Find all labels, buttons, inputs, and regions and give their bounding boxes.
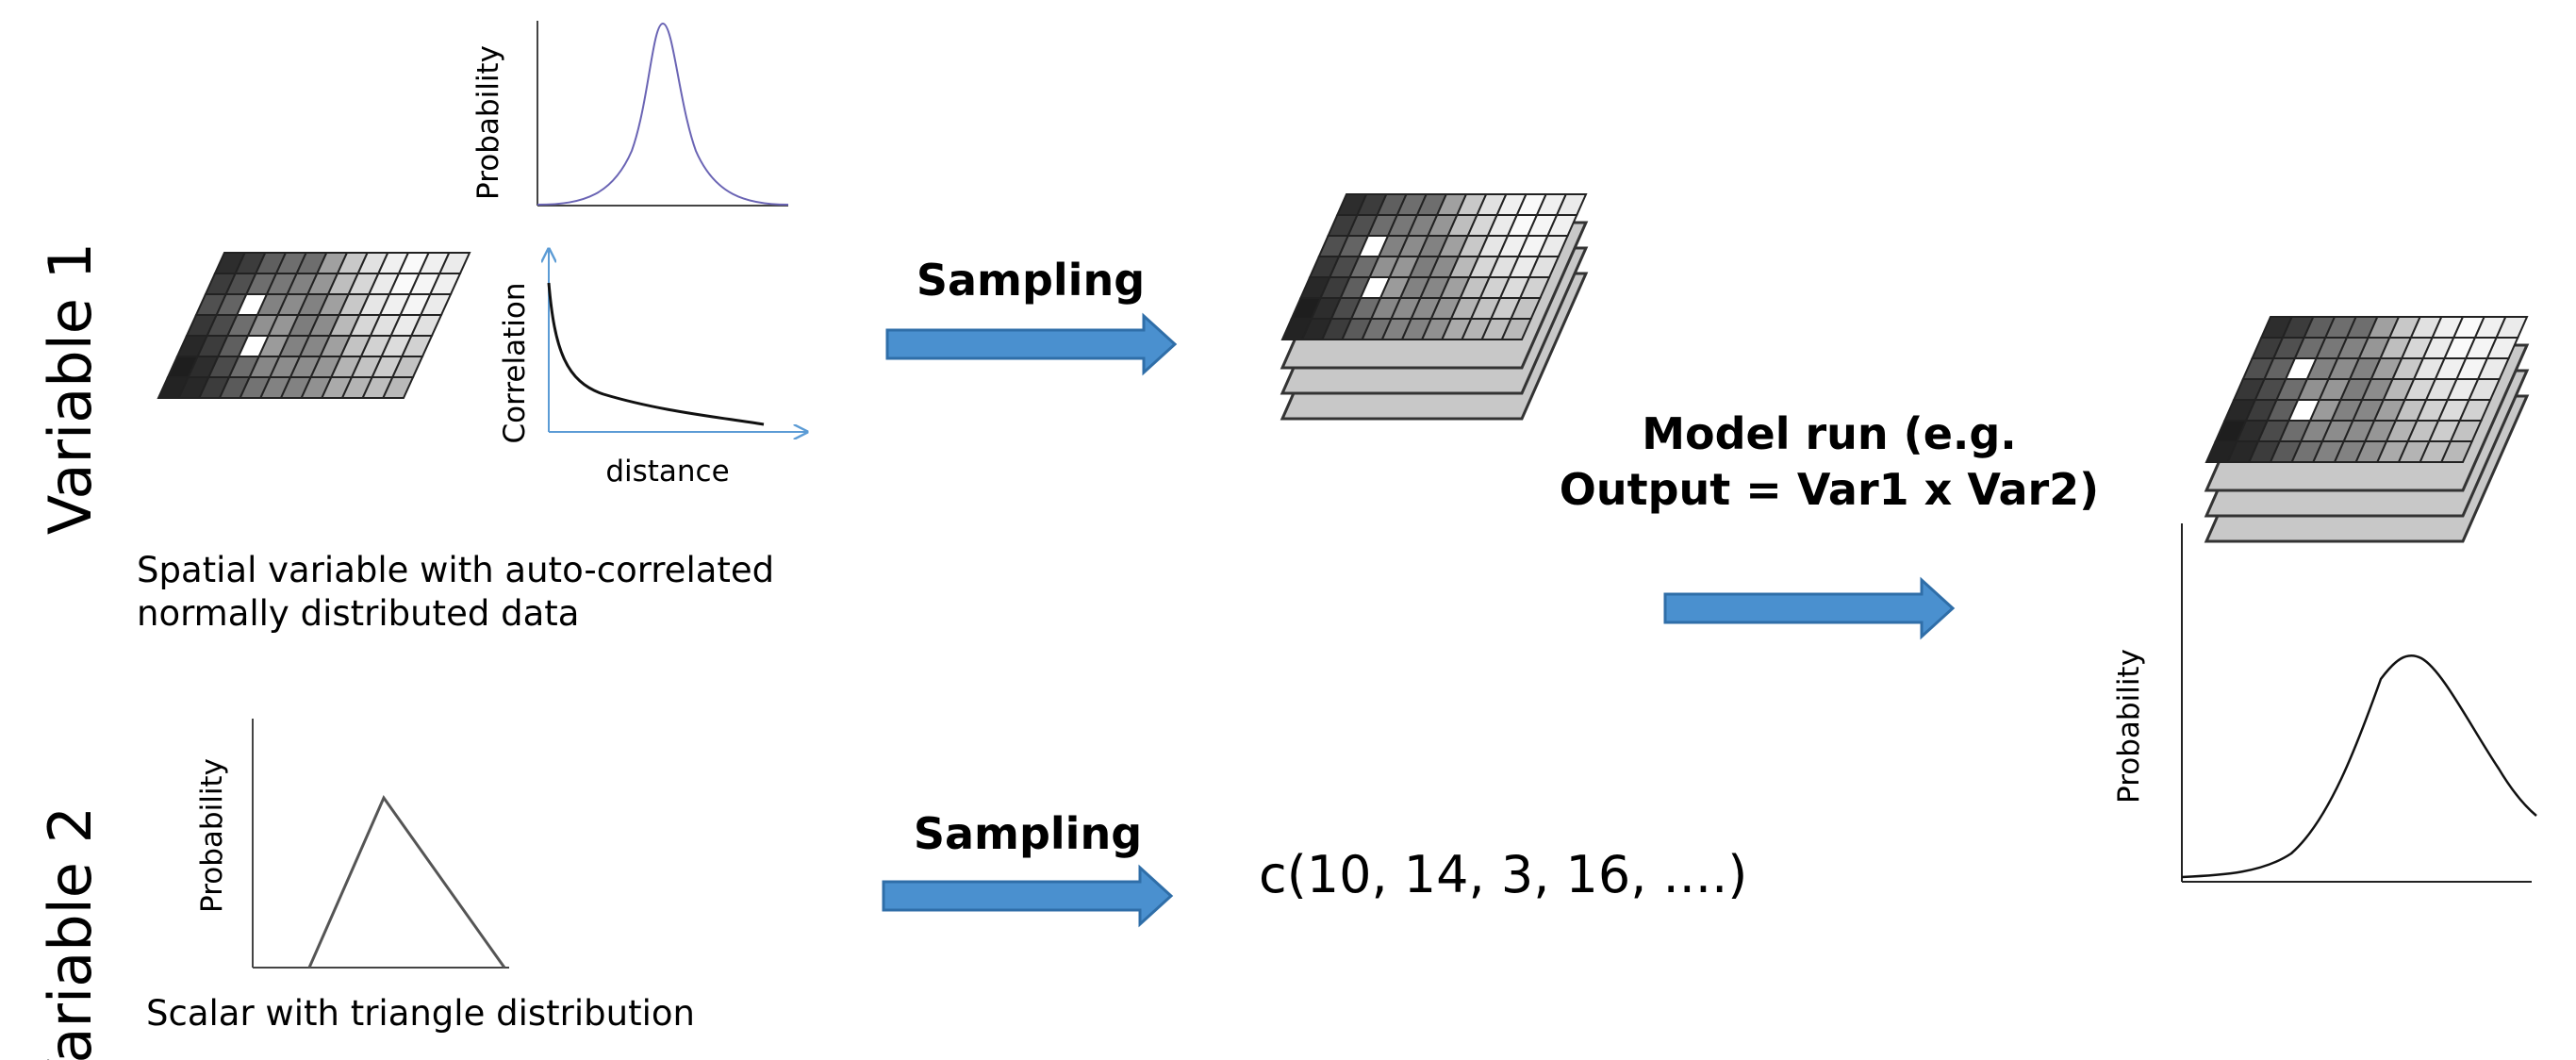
- output-grid-cells: [2204, 316, 2529, 463]
- variable2-caption: Scalar with triangle distribution: [146, 993, 695, 1034]
- model-run-line1: Model run (e.g.: [1642, 408, 2017, 459]
- sampling-top-label: Sampling: [916, 255, 1145, 306]
- correlogram-y-label: Correlation: [498, 283, 532, 444]
- input-grid-cells: [157, 252, 471, 399]
- grid-cell: [1500, 318, 1533, 340]
- triangle-distribution: [307, 794, 506, 969]
- sampled-values: c(10, 14, 3, 16, ....): [1259, 845, 1747, 904]
- sampled-grid-stack: [1280, 193, 1589, 421]
- model-run-arrow: [1663, 576, 1956, 640]
- variable1-caption-line1: Spatial variable with auto-correlated: [137, 550, 774, 590]
- variable1-caption-line2: normally distributed data: [137, 593, 579, 634]
- sampling-top-arrow: [885, 312, 1178, 376]
- output-grid-stack: [2204, 316, 2530, 543]
- gaussian-curve: [537, 22, 789, 206]
- variable1-input-grid: [157, 252, 471, 399]
- sampled-grid-cells: [1280, 193, 1588, 340]
- output-distribution-curve: [2181, 654, 2537, 879]
- variable2-probability-plot: Probability: [195, 719, 509, 969]
- correlation-decay-curve: [547, 282, 765, 426]
- variable1-label: Variable 1: [36, 242, 105, 535]
- correlogram-x-label: distance: [605, 455, 729, 489]
- model-run-line2: Output = Var1 x Var2): [1560, 464, 2099, 515]
- grid-cell: [381, 376, 415, 399]
- pdf-y-label: Probability: [471, 45, 505, 200]
- triangle-y-label: Probability: [195, 758, 229, 913]
- sampling-bottom-label: Sampling: [914, 808, 1142, 859]
- variable2-label: Variable 2: [36, 806, 105, 1060]
- variable1-probability-plot: Probability: [471, 21, 789, 207]
- output-y-label: Probability: [2112, 649, 2146, 803]
- variable1-correlogram: Correlation distance: [498, 249, 807, 489]
- sampling-bottom-arrow: [882, 864, 1174, 928]
- grid-cell: [2439, 440, 2474, 463]
- output-probability-plot: Probability: [2112, 523, 2537, 883]
